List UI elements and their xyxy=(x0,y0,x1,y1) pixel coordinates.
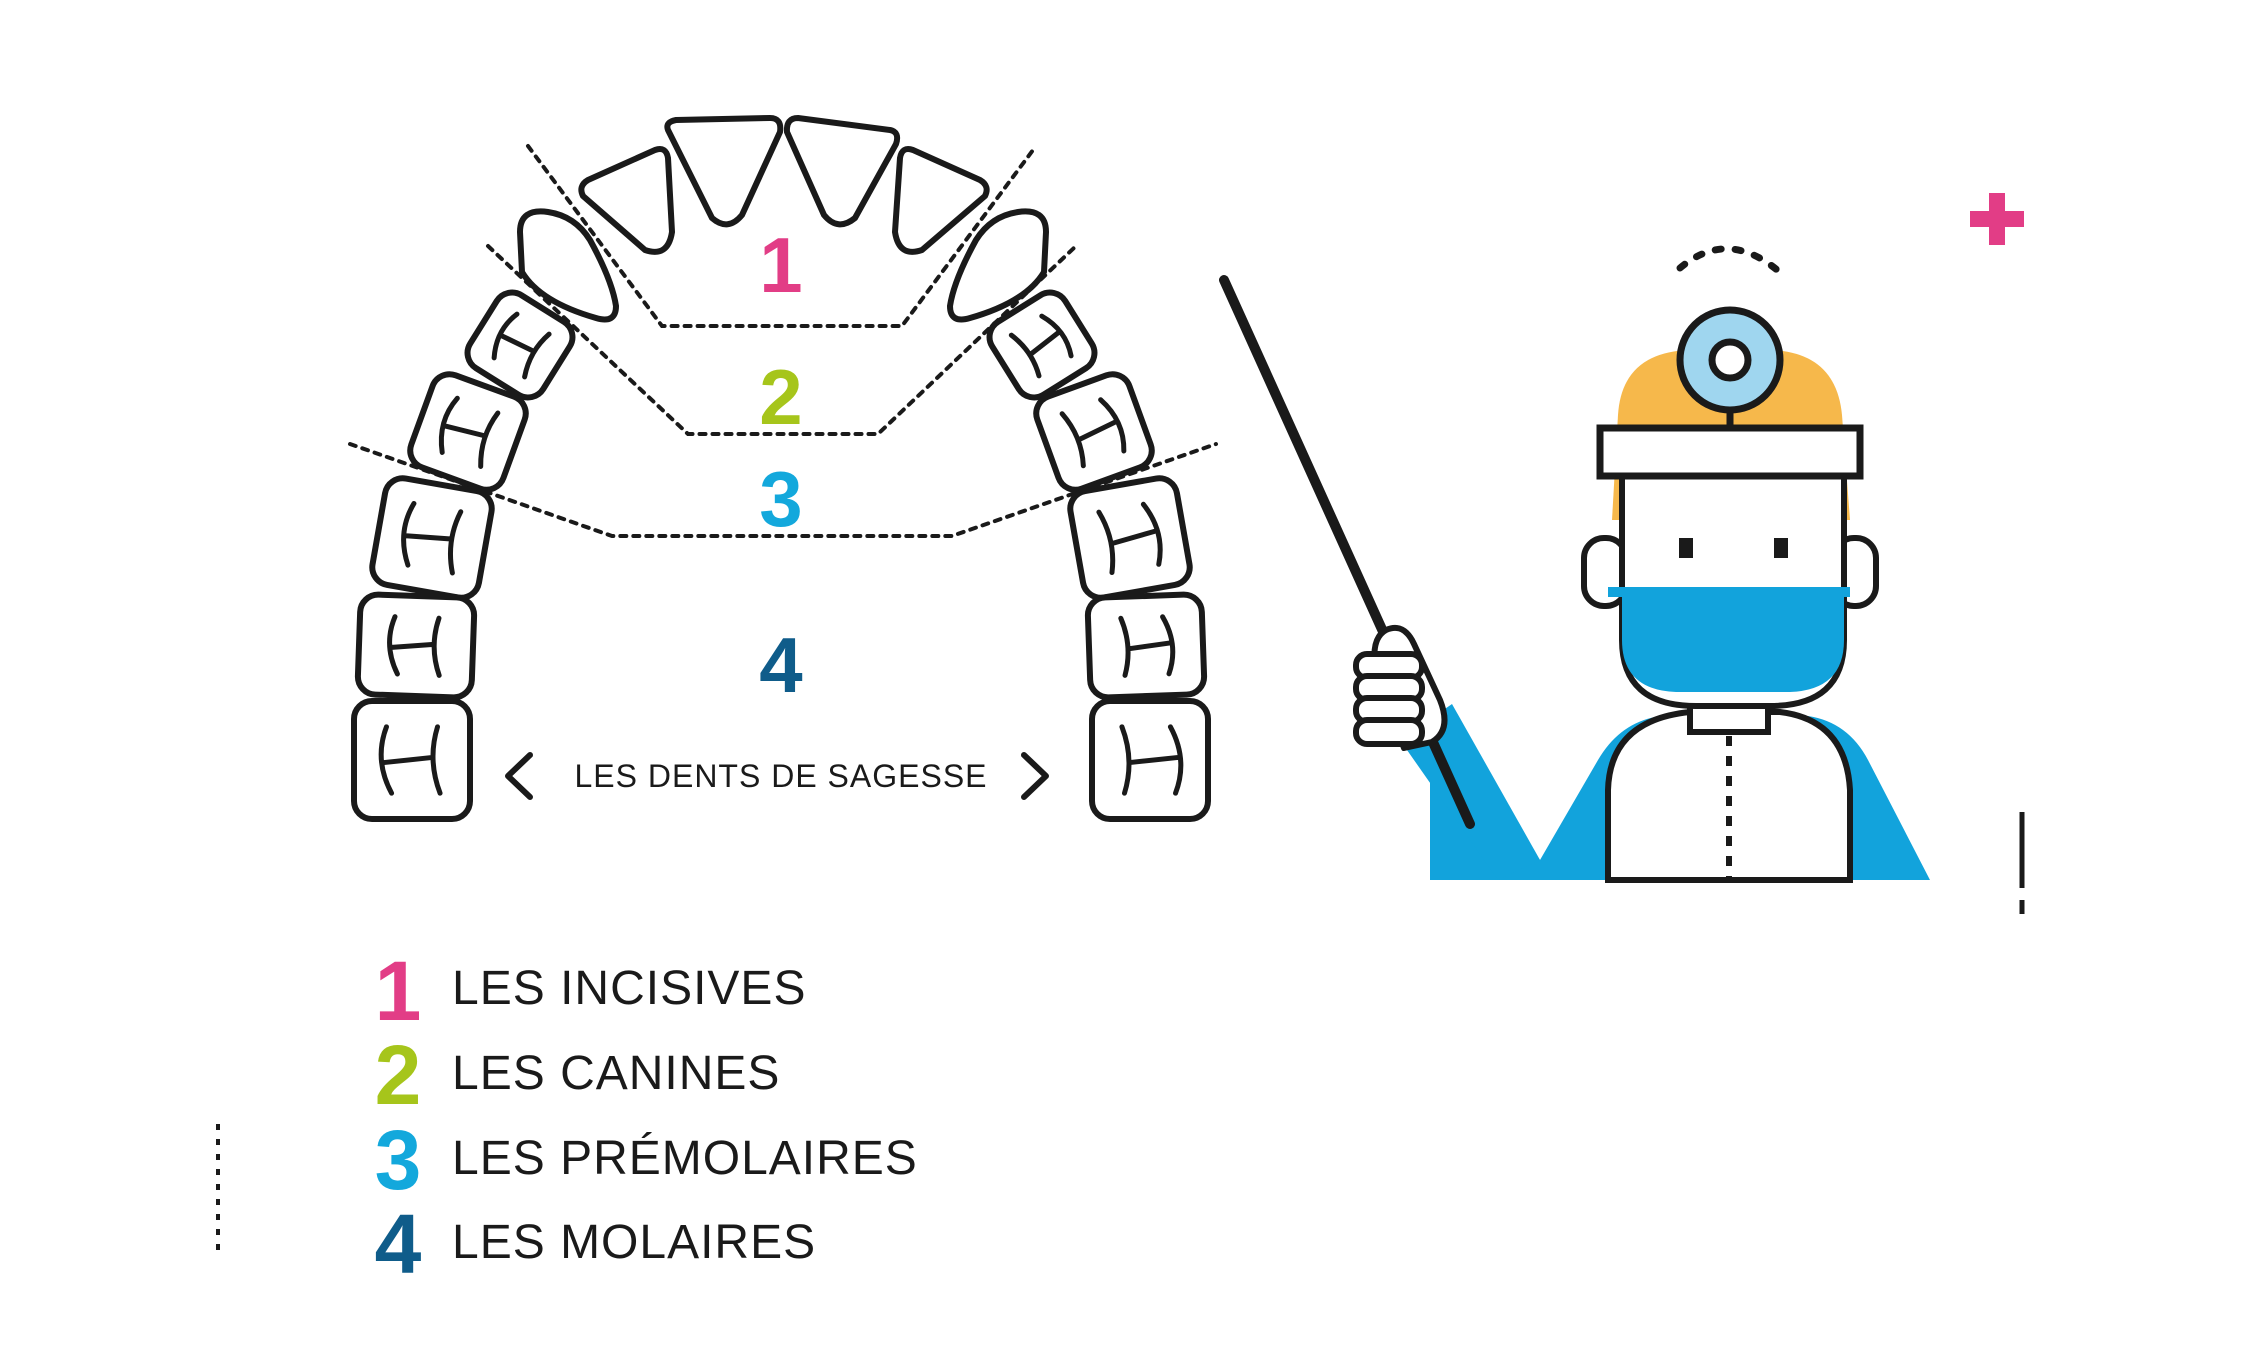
legend-label-incisors: LES INCISIVES xyxy=(452,962,806,1015)
legend: 1 LES INCISIVES 2 LES CANINES 3 LES PRÉM… xyxy=(375,944,918,1291)
molar-tooth xyxy=(351,698,473,822)
molar-teeth xyxy=(351,289,1211,822)
premolar-tooth xyxy=(986,289,1098,401)
incisor-tooth xyxy=(664,115,784,228)
legend-label-canines: LES CANINES xyxy=(452,1047,780,1100)
legend-number-incisors: 1 xyxy=(375,944,422,1038)
dentist-eye-left xyxy=(1679,538,1693,558)
legend-label-molars: LES MOLAIRES xyxy=(452,1216,816,1269)
premolar-tooth xyxy=(407,371,529,493)
canine-tooth xyxy=(517,208,619,323)
divider-canines xyxy=(486,244,1078,436)
canine-tooth xyxy=(947,208,1049,323)
plus-icon xyxy=(1970,193,2024,245)
legend-number-molars: 4 xyxy=(375,1197,422,1291)
molar-tooth xyxy=(1067,475,1193,601)
premolar-tooth xyxy=(464,289,576,401)
zone-number-molars: 4 xyxy=(759,621,802,709)
divider-incisors xyxy=(526,144,1038,328)
mirror-shine xyxy=(1676,245,1788,280)
incisor-tooth xyxy=(578,146,675,255)
molar-tooth xyxy=(369,475,495,601)
dentist-eye-right xyxy=(1774,538,1788,558)
head-band xyxy=(1596,424,1864,480)
incisor-tooth xyxy=(892,146,990,255)
molar-tooth xyxy=(1089,698,1211,822)
wisdom-teeth-label: LES DENTS DE SAGESSE xyxy=(574,758,987,794)
divider-premolars xyxy=(348,442,1218,538)
zone-dividers xyxy=(348,144,1218,538)
chevron-left-icon xyxy=(505,752,533,800)
legend-number-canines: 2 xyxy=(375,1028,422,1122)
premolar-tooth xyxy=(1033,371,1155,493)
teeth-arch-icon xyxy=(517,115,1049,323)
incisor-tooth xyxy=(783,115,901,228)
chevron-right-icon xyxy=(1021,752,1049,800)
head-mirror-center xyxy=(1708,338,1752,382)
zone-number-canines: 2 xyxy=(759,353,802,441)
molar-tooth xyxy=(1084,591,1208,701)
zone-number-premolars: 3 xyxy=(759,455,802,543)
dentist-mask xyxy=(1622,592,1844,692)
legend-number-premolars: 3 xyxy=(375,1113,422,1207)
molar-tooth xyxy=(354,591,478,701)
dentist-icon xyxy=(1219,245,1930,883)
zone-number-incisors: 1 xyxy=(759,221,802,309)
legend-label-premolars: LES PRÉMOLAIRES xyxy=(452,1132,918,1185)
dentist-hand xyxy=(1353,624,1448,751)
